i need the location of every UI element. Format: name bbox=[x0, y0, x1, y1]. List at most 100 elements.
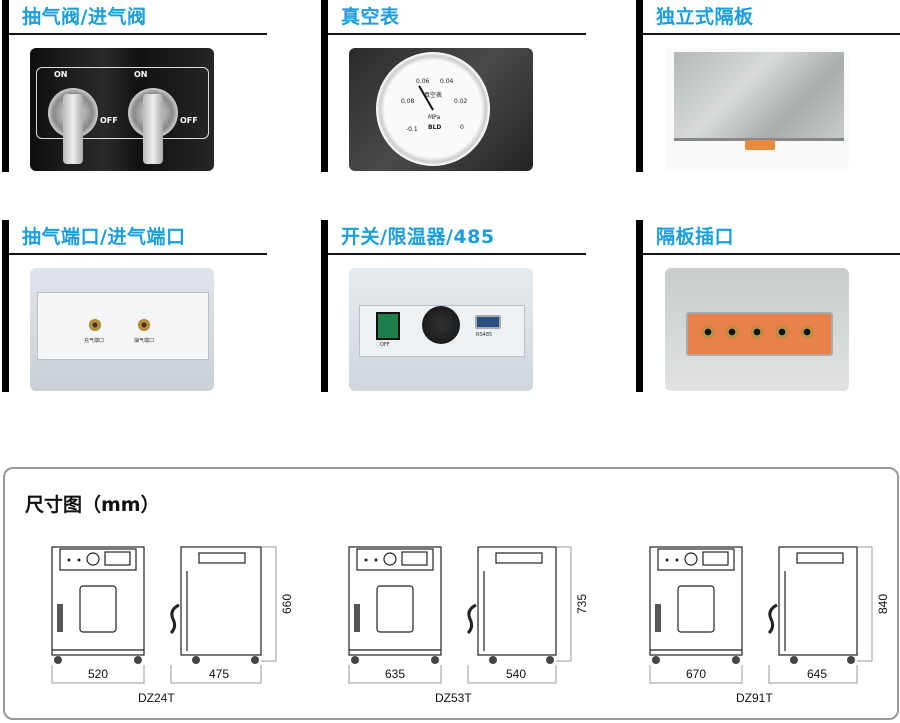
temperature-limiter-icon bbox=[422, 306, 460, 344]
height-dimension-line bbox=[261, 546, 277, 662]
height-dimension-line bbox=[556, 546, 572, 662]
control-panel bbox=[657, 548, 735, 571]
depth-dimension-line bbox=[467, 665, 557, 684]
side-view-cabinet bbox=[477, 546, 557, 656]
side-control-strip bbox=[198, 552, 246, 564]
caster-icon bbox=[790, 656, 798, 664]
depth-dimension-line bbox=[768, 665, 858, 684]
rs485-port-icon bbox=[475, 315, 501, 329]
gauge-tick: 0 bbox=[460, 124, 464, 131]
gauge-brand: BLD bbox=[428, 124, 442, 131]
dial-icon bbox=[86, 552, 100, 566]
vacuum-gauge-photo: -0.1 0.08 0.06 0.04 0.02 0 真空表 MPa BLD bbox=[349, 48, 533, 171]
feature-switch: 开关/限温器/485 OFF RS485 bbox=[321, 220, 591, 392]
model-name: DZ91T bbox=[736, 691, 773, 705]
depth-value: 645 bbox=[807, 667, 828, 681]
divider bbox=[328, 253, 586, 255]
model-name: DZ53T bbox=[435, 691, 472, 705]
ports-photo: 充气端口 抽气端口 bbox=[30, 268, 214, 391]
viewing-window bbox=[376, 585, 414, 633]
feature-shelf-socket: 隔板插口 bbox=[636, 220, 900, 392]
divider bbox=[9, 253, 267, 255]
height-value: 735 bbox=[575, 593, 590, 615]
gauge-name: 真空表 bbox=[424, 92, 443, 99]
door-handle-icon bbox=[57, 604, 63, 632]
caster-icon bbox=[54, 656, 62, 664]
on-label: ON bbox=[54, 70, 68, 79]
width-dimension-line bbox=[348, 665, 442, 684]
side-control-strip bbox=[796, 552, 844, 564]
gauge-tick: 0.02 bbox=[454, 98, 468, 105]
switch-photo: OFF RS485 bbox=[349, 268, 533, 391]
section-bar bbox=[2, 220, 9, 392]
caster-icon bbox=[732, 656, 740, 664]
indicator-dot bbox=[67, 558, 71, 562]
socket-icon bbox=[686, 312, 833, 356]
viewing-window bbox=[677, 585, 715, 633]
section-title: 抽气端口/进气端口 bbox=[22, 226, 186, 248]
section-title: 开关/限温器/485 bbox=[341, 226, 495, 248]
indicator-dot bbox=[675, 558, 679, 562]
off-label: OFF bbox=[180, 116, 198, 125]
feature-ports: 抽气端口/进气端口 充气端口 抽气端口 bbox=[2, 220, 272, 392]
shelf-photo bbox=[665, 48, 849, 171]
section-title: 抽气阀/进气阀 bbox=[22, 6, 147, 28]
side-handle-icon bbox=[767, 603, 778, 635]
section-bar bbox=[321, 220, 328, 392]
height-value: 840 bbox=[876, 593, 891, 615]
port-label: RS485 bbox=[476, 332, 493, 338]
section-bar bbox=[321, 0, 328, 172]
gauge-tick: 0.08 bbox=[401, 98, 415, 105]
controller-display bbox=[104, 551, 131, 566]
controller-display bbox=[702, 551, 729, 566]
width-value: 670 bbox=[686, 667, 707, 681]
intake-port-icon bbox=[89, 319, 101, 331]
caster-icon bbox=[351, 656, 359, 664]
indicator-dot bbox=[77, 558, 81, 562]
caster-icon bbox=[546, 656, 554, 664]
side-handle-icon bbox=[169, 603, 180, 635]
height-value: 660 bbox=[280, 593, 295, 615]
section-title: 真空表 bbox=[341, 6, 400, 28]
indicator-dot bbox=[364, 558, 368, 562]
caster-icon bbox=[251, 656, 259, 664]
valve-photo: ON ON OFF OFF bbox=[30, 48, 214, 171]
feature-gauge: 真空表 -0.1 0.08 0.06 0.04 0.02 0 真空表 MPa B… bbox=[321, 0, 591, 172]
port-label: 抽气端口 bbox=[134, 338, 155, 344]
gauge-tick: -0.1 bbox=[406, 126, 418, 133]
width-dimension-line bbox=[51, 665, 145, 684]
dial-icon bbox=[383, 552, 397, 566]
caster-icon bbox=[652, 656, 660, 664]
section-title: 隔板插口 bbox=[656, 226, 735, 248]
gauge-tick: 0.04 bbox=[440, 78, 454, 85]
caster-icon bbox=[489, 656, 497, 664]
controller-display bbox=[401, 551, 428, 566]
caster-icon bbox=[847, 656, 855, 664]
width-value: 520 bbox=[88, 667, 109, 681]
control-panel bbox=[59, 548, 137, 571]
side-view-cabinet bbox=[778, 546, 858, 656]
door-handle-icon bbox=[655, 604, 661, 632]
width-value: 635 bbox=[385, 667, 406, 681]
front-view-cabinet bbox=[51, 546, 145, 656]
dimension-drawings bbox=[51, 546, 873, 684]
depth-value: 475 bbox=[209, 667, 230, 681]
gauge-unit: MPa bbox=[428, 114, 441, 121]
side-handle-icon bbox=[466, 603, 477, 635]
depth-value: 540 bbox=[506, 667, 527, 681]
section-title: 独立式隔板 bbox=[656, 6, 754, 28]
divider bbox=[643, 253, 900, 255]
divider bbox=[9, 33, 267, 35]
front-view-cabinet bbox=[348, 546, 442, 656]
section-bar bbox=[2, 0, 9, 172]
power-switch-icon bbox=[376, 312, 400, 340]
divider bbox=[643, 33, 900, 35]
viewing-window bbox=[79, 585, 117, 633]
height-dimension-line bbox=[857, 546, 873, 662]
on-label: ON bbox=[134, 70, 148, 79]
width-dimension-line bbox=[649, 665, 743, 684]
off-label: OFF bbox=[100, 116, 118, 125]
indicator-dot bbox=[665, 558, 669, 562]
port-label: 充气端口 bbox=[84, 338, 105, 344]
